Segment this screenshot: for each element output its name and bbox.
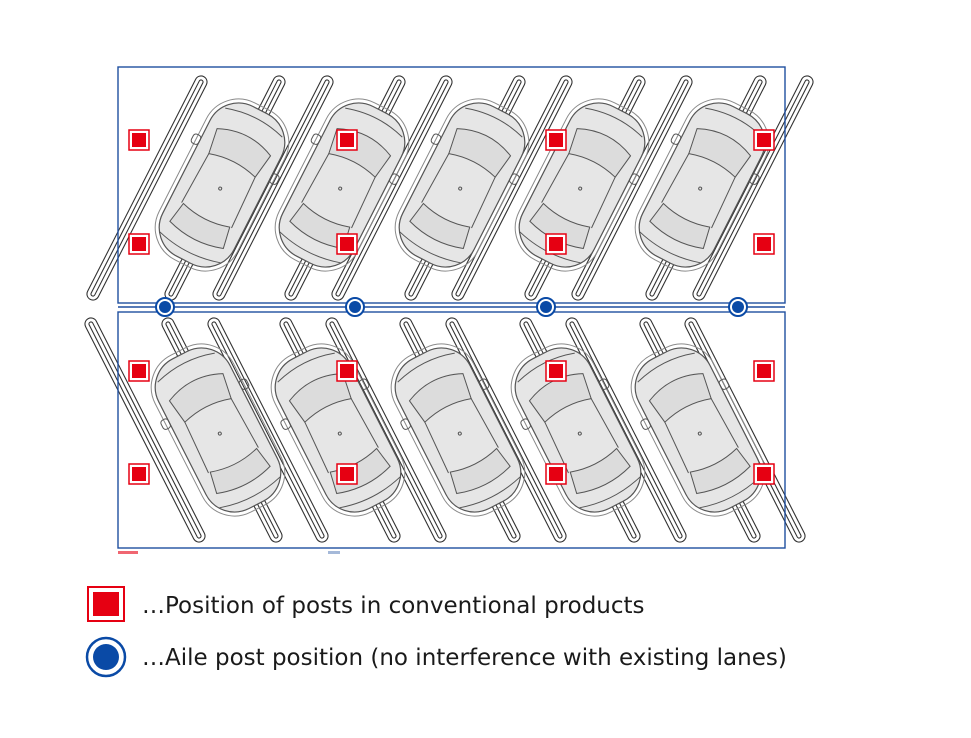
red-square-icon xyxy=(545,233,567,255)
parked-car xyxy=(138,84,306,286)
parked-car xyxy=(494,329,662,531)
top-parking-row xyxy=(84,66,816,304)
legend-item-conventional: …Position of posts in conventional produ… xyxy=(87,586,645,622)
blue-circle-icon xyxy=(85,636,127,678)
red-square-icon xyxy=(87,586,125,622)
red-square-icon xyxy=(753,129,775,151)
blue-circle-icon xyxy=(728,297,748,317)
red-square-icon xyxy=(753,360,775,382)
conventional-posts xyxy=(128,129,775,485)
red-square-icon xyxy=(753,233,775,255)
frame-artifact xyxy=(328,551,340,554)
blue-circle-icon xyxy=(345,297,365,317)
parked-car xyxy=(618,84,786,286)
legend-label-conventional: …Position of posts in conventional produ… xyxy=(142,593,645,619)
bottom-frame xyxy=(117,311,786,549)
red-square-icon xyxy=(128,129,150,151)
red-square-icon xyxy=(336,463,358,485)
red-square-icon xyxy=(336,129,358,151)
legend-item-aisle: …Aile post position (no interference wit… xyxy=(85,636,787,678)
parked-car xyxy=(134,329,302,531)
red-square-icon xyxy=(753,463,775,485)
legend-label-aisle: …Aile post position (no interference wit… xyxy=(142,645,787,671)
red-square-icon xyxy=(545,463,567,485)
red-square-icon xyxy=(128,360,150,382)
red-square-icon xyxy=(336,360,358,382)
blue-circle-icon xyxy=(536,297,556,317)
red-square-icon xyxy=(128,463,150,485)
parked-car xyxy=(374,329,542,531)
red-square-icon xyxy=(545,129,567,151)
frame-artifact xyxy=(118,551,138,554)
legend: …Position of posts in conventional produ… xyxy=(85,586,787,678)
red-square-icon xyxy=(336,233,358,255)
top-frame xyxy=(117,66,786,304)
parked-car xyxy=(254,329,422,531)
red-square-icon xyxy=(545,360,567,382)
parked-car xyxy=(614,329,782,531)
bottom-parking-row xyxy=(82,311,808,549)
red-square-icon xyxy=(128,233,150,255)
bottom-cars xyxy=(134,329,782,531)
blue-circle-icon xyxy=(155,297,175,317)
aisle-posts xyxy=(155,297,748,317)
